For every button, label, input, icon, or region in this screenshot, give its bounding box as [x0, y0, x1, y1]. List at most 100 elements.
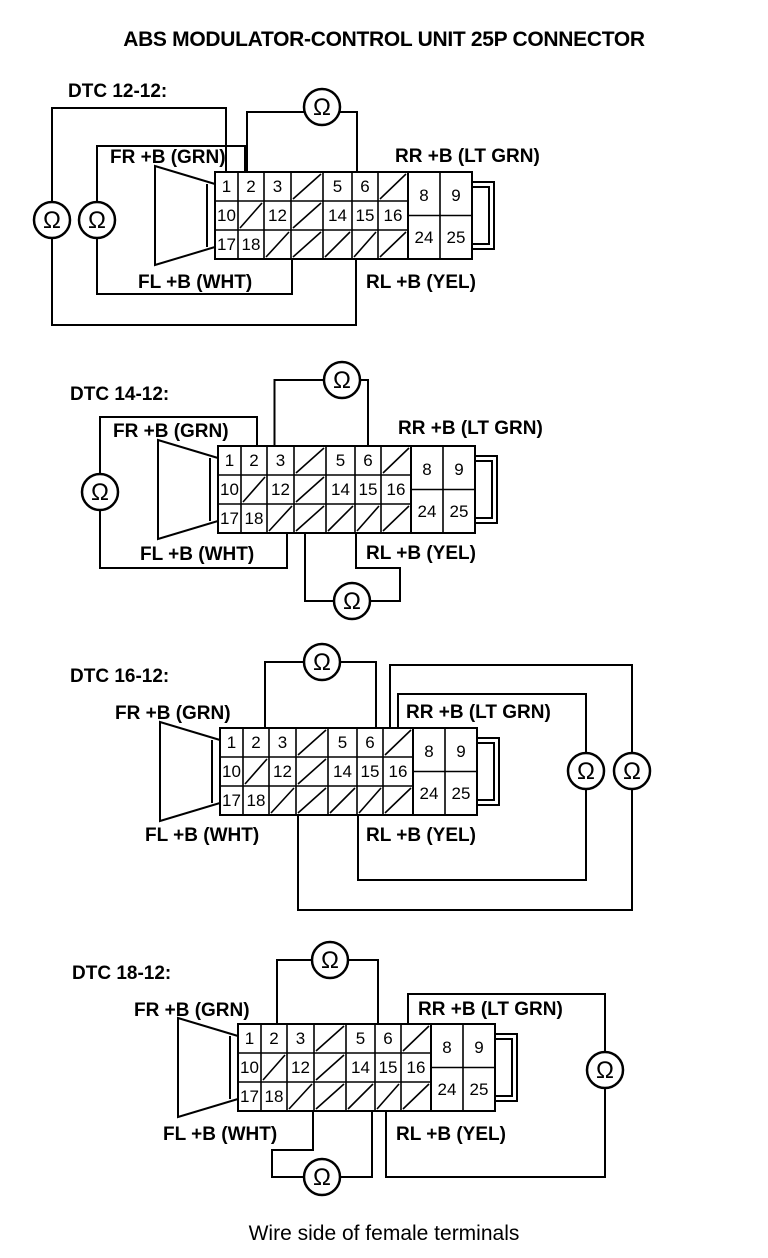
ohmmeter-circle [32, 200, 72, 240]
pin-16: 16 [384, 206, 403, 225]
pin-14: 14 [331, 480, 350, 499]
connector-body [217, 445, 412, 534]
empty-slot-slash [288, 1083, 313, 1110]
empty-slot-slash [384, 729, 412, 756]
rr-label: RR +B (LT GRN) [398, 418, 543, 439]
pin-18: 18 [247, 791, 266, 810]
pin-24: 24 [420, 784, 439, 803]
pin-12: 12 [291, 1058, 310, 1077]
pin-10: 10 [217, 206, 236, 225]
rl-label: RL +B (YEL) [366, 825, 476, 846]
pin-10: 10 [222, 762, 241, 781]
pin-16: 16 [389, 762, 408, 781]
empty-slot-slash [244, 758, 268, 785]
pin-2: 2 [251, 733, 260, 752]
pin-3: 3 [296, 1029, 305, 1048]
pin-24: 24 [438, 1080, 457, 1099]
empty-slot-slash [268, 505, 293, 532]
empty-slot-slash [376, 1083, 400, 1110]
pin-1: 1 [225, 451, 234, 470]
empty-slot-slash [379, 173, 407, 200]
empty-slot-slash [295, 476, 325, 503]
wire [273, 379, 369, 446]
dtc-label: DTC 12-12: [68, 81, 167, 102]
pin-10: 10 [220, 480, 239, 499]
wire [246, 111, 358, 172]
ohm-symbol: Ω [313, 1164, 331, 1191]
pin-1: 1 [227, 733, 236, 752]
pin-14: 14 [351, 1058, 370, 1077]
pin-2: 2 [249, 451, 258, 470]
empty-slot-slash [329, 787, 356, 814]
pin-12: 12 [271, 480, 290, 499]
pin-8: 8 [422, 460, 431, 479]
pin-6: 6 [363, 451, 372, 470]
empty-slot-slash [324, 231, 351, 258]
pin-24: 24 [418, 502, 437, 521]
empty-slot-slash [262, 1054, 286, 1081]
ohmmeter-icon: Ω [80, 472, 120, 512]
fl-label: FL +B (WHT) [145, 825, 259, 846]
ohmmeter-icon: Ω [566, 751, 606, 791]
pin-25: 25 [452, 784, 471, 803]
pin-2: 2 [246, 177, 255, 196]
ohm-symbol: Ω [577, 758, 595, 785]
ohm-symbol: Ω [43, 207, 61, 234]
pin-8: 8 [424, 742, 433, 761]
empty-slot-slash [384, 787, 412, 814]
pin-18: 18 [245, 509, 264, 528]
pin-3: 3 [278, 733, 287, 752]
ohm-symbol: Ω [313, 94, 331, 121]
connector-body [214, 171, 409, 260]
pin-16: 16 [407, 1058, 426, 1077]
fr-label: FR +B (GRN) [134, 1000, 250, 1021]
ohmmeter-circle [322, 360, 362, 400]
pin-15: 15 [359, 480, 378, 499]
dtc-label: DTC 16-12: [70, 666, 169, 687]
empty-slot-slash [315, 1054, 345, 1081]
pin-17: 17 [217, 235, 236, 254]
empty-slot-slash [295, 447, 325, 474]
pin-9: 9 [454, 460, 463, 479]
wire [472, 186, 490, 245]
pin-5: 5 [336, 451, 345, 470]
empty-slot-slash [239, 202, 263, 229]
empty-slot-slash [292, 202, 322, 229]
empty-slot-slash [402, 1025, 430, 1052]
wire [495, 1033, 518, 1102]
ohm-symbol: Ω [343, 588, 361, 615]
ohmmeter-circle [566, 751, 606, 791]
ohm-symbol: Ω [313, 649, 331, 676]
empty-slot-slash [315, 1025, 345, 1052]
wire [304, 533, 401, 602]
pin-6: 6 [360, 177, 369, 196]
pin-25: 25 [470, 1080, 489, 1099]
pin-24: 24 [415, 228, 434, 247]
fl-label: FL +B (WHT) [140, 544, 254, 565]
wire [472, 181, 495, 250]
pin-16: 16 [387, 480, 406, 499]
empty-slot-slash [297, 729, 327, 756]
connector-body [219, 727, 414, 816]
fr-label: FR +B (GRN) [110, 147, 226, 168]
empty-slot-slash [358, 787, 382, 814]
pin-1: 1 [222, 177, 231, 196]
pin-8: 8 [442, 1038, 451, 1057]
ohmmeter-icon: Ω [32, 200, 72, 240]
empty-slot-slash [297, 758, 327, 785]
rr-label: RR +B (LT GRN) [395, 146, 540, 167]
empty-slot-slash [356, 505, 380, 532]
rl-label: RL +B (YEL) [366, 272, 476, 293]
pin-2: 2 [269, 1029, 278, 1048]
footer-caption: Wire side of female terminals [248, 1222, 520, 1245]
wire [477, 742, 495, 801]
pin-15: 15 [361, 762, 380, 781]
pin-17: 17 [220, 509, 239, 528]
pin-8: 8 [419, 186, 428, 205]
